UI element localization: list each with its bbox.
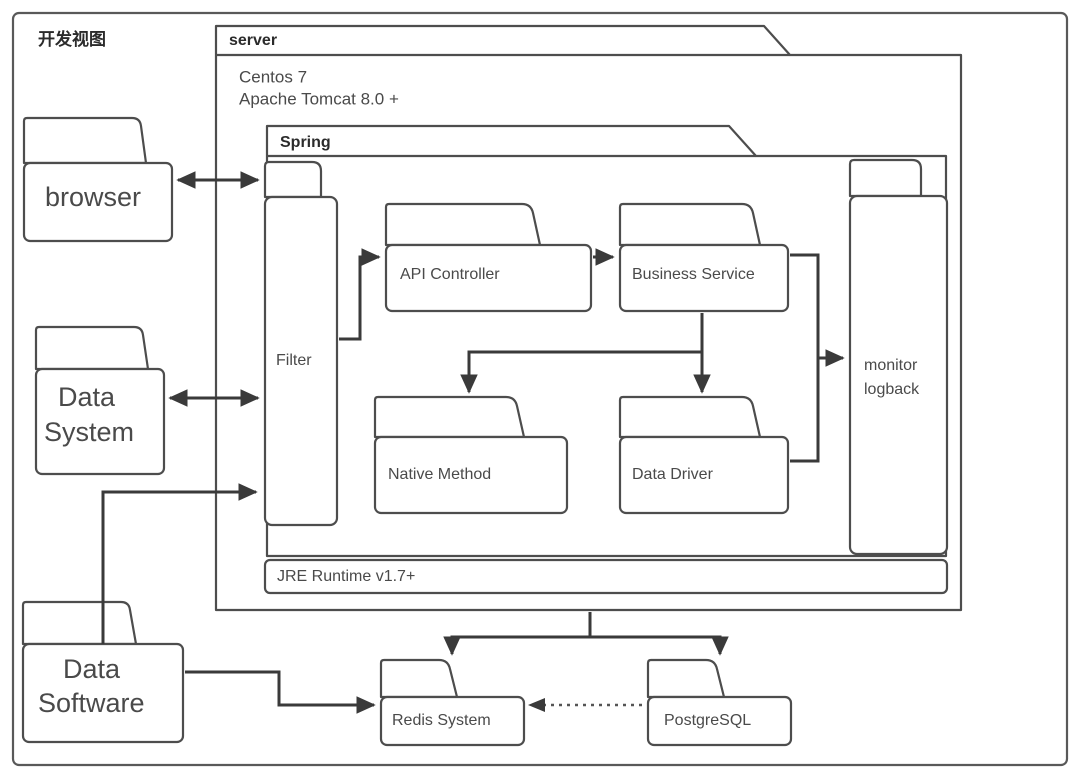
node-native-method[interactable]: Native Method	[373, 395, 569, 515]
connector-data-driver-to-monitor	[790, 358, 820, 463]
data-software-line1: Data	[63, 654, 121, 684]
monitor-line1: monitor	[864, 357, 918, 374]
browser-label: browser	[45, 182, 141, 212]
node-business-service[interactable]: Business Service	[618, 202, 790, 313]
page-title: 开发视图	[38, 29, 106, 50]
filter-label: Filter	[276, 352, 312, 369]
data-system-line2: System	[44, 417, 134, 447]
browser-body	[22, 161, 174, 243]
postgresql-body	[646, 695, 793, 747]
redis-label: Redis System	[392, 712, 491, 729]
connector-business-service-to-native-method	[460, 350, 702, 394]
browser-tab-shape	[22, 116, 148, 165]
data-driver-tab-shape	[618, 395, 762, 439]
api-controller-label: API Controller	[400, 266, 500, 283]
business-service-tab-shape	[618, 202, 762, 247]
data-driver-body	[618, 435, 790, 515]
connector-postgresql-to-redis-arrowhead	[528, 698, 545, 712]
monitor-tab-shape	[848, 158, 923, 198]
data-software-tab-shape	[21, 600, 138, 646]
node-jre-runtime: JRE Runtime v1.7+	[263, 558, 949, 595]
data-software-line2: Software	[38, 688, 145, 718]
redis-body	[379, 695, 526, 747]
monitor-line2: logback	[864, 381, 920, 398]
node-data-driver[interactable]: Data Driver	[618, 395, 790, 515]
node-data-system[interactable]: Data System	[34, 325, 166, 476]
jre-runtime-label: JRE Runtime v1.7+	[277, 568, 415, 585]
node-filter[interactable]: Filter	[263, 160, 339, 527]
filter-tab-shape	[263, 160, 323, 199]
native-method-label: Native Method	[388, 466, 491, 483]
node-api-controller[interactable]: API Controller	[384, 202, 593, 313]
monitor-body	[848, 194, 949, 556]
server-os-line2: Apache Tomcat 8.0 +	[239, 89, 399, 108]
connector-server-to-redis	[443, 612, 592, 656]
data-system-line1: Data	[58, 382, 116, 412]
node-browser[interactable]: browser	[22, 116, 174, 243]
spring-tab-shape	[265, 124, 948, 558]
node-redis-system[interactable]: Redis System	[379, 658, 526, 747]
node-monitor-logback[interactable]: monitor logback	[848, 158, 949, 556]
node-data-software[interactable]: Data Software	[21, 600, 185, 744]
node-postgresql[interactable]: PostgreSQL	[646, 658, 793, 747]
native-method-body	[373, 435, 569, 515]
server-os-line1: Centos 7	[239, 67, 307, 86]
filter-body	[263, 195, 339, 527]
native-method-tab-shape	[373, 395, 526, 439]
connector-filter-to-api-controller	[339, 248, 381, 341]
connector-data-software-to-redis	[185, 670, 376, 714]
container-spring: Spring	[265, 124, 948, 558]
redis-tab-shape	[379, 658, 459, 699]
connector-business-service-to-monitor	[790, 253, 845, 367]
api-controller-body	[384, 243, 593, 313]
data-driver-label: Data Driver	[632, 466, 714, 483]
business-service-body	[618, 243, 790, 313]
connector-data-software-to-filter	[101, 483, 258, 644]
api-controller-tab-shape	[384, 202, 542, 247]
jre-runtime-box	[263, 558, 949, 595]
data-system-tab-shape	[34, 325, 150, 371]
connector-server-to-postgresql	[590, 635, 729, 656]
postgresql-label: PostgreSQL	[664, 712, 751, 729]
business-service-label: Business Service	[632, 266, 755, 283]
spring-tab-label: Spring	[280, 134, 331, 151]
server-tab-label: server	[229, 32, 277, 49]
postgresql-tab-shape	[646, 658, 726, 699]
data-system-body	[34, 367, 166, 476]
